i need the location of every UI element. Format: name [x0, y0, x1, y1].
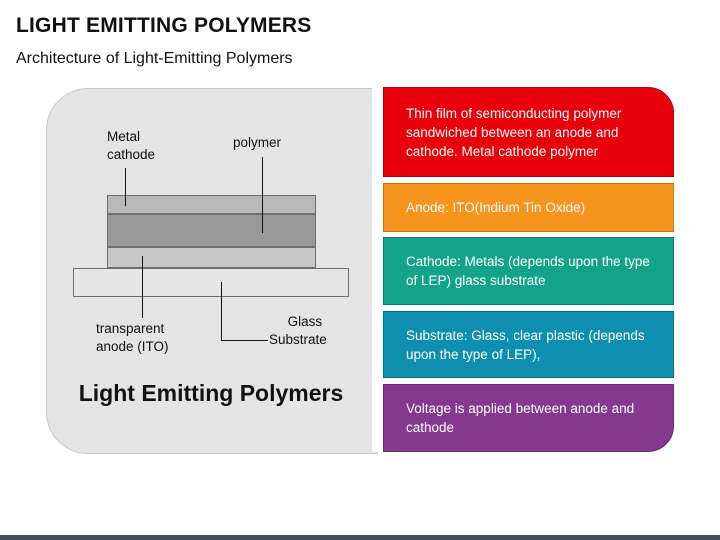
glass-substrate-layer: [73, 268, 349, 297]
substrate-leader-line-vertical: [221, 282, 222, 340]
anode-leader-line: [142, 256, 143, 318]
substrate-leader-line-horizontal: [221, 340, 268, 341]
info-box-semiconducting-polymer: Thin film of semiconducting polymer sand…: [383, 87, 674, 177]
metal-cathode-layer: [107, 195, 316, 214]
metal-cathode-label: Metal cathode: [107, 128, 155, 164]
info-box-text: Thin film of semiconducting polymer sand…: [406, 105, 622, 159]
polymer-layer: [107, 214, 316, 247]
slide-title: LIGHT EMITTING POLYMERS: [16, 14, 312, 37]
metal-cathode-label-line1: Metal: [107, 129, 141, 144]
slide-subtitle: Architecture of Light-Emitting Polymers: [16, 50, 293, 67]
info-box-voltage: Voltage is applied between anode and cat…: [383, 384, 674, 452]
anode-layer: [107, 247, 316, 268]
diagram-caption: Light Emitting Polymers: [78, 380, 344, 406]
glass-substrate-label-line1: Glass: [287, 314, 323, 329]
info-box-substrate: Substrate: Glass, clear plastic (depends…: [383, 311, 674, 378]
glass-substrate-label-line2: Substrate: [269, 332, 327, 347]
info-box-text: Voltage is applied between anode and cat…: [406, 401, 635, 435]
info-box-cathode: Cathode: Metals (depends upon the type o…: [383, 237, 674, 305]
glass-substrate-label: Glass Substrate: [269, 313, 327, 349]
info-box-text: Cathode: Metals (depends upon the type o…: [406, 254, 650, 288]
metal-cathode-label-line2: cathode: [107, 147, 156, 162]
polymer-leader-line: [262, 157, 263, 233]
footer-bar: [0, 535, 720, 540]
info-box-text: Anode: ITO(Indium Tin Oxide): [406, 200, 586, 215]
transparent-anode-label: transparent anode (ITO): [96, 320, 169, 356]
transparent-anode-label-line1: transparent: [96, 321, 165, 336]
transparent-anode-label-line2: anode (ITO): [96, 339, 169, 354]
metal-cathode-leader-line: [125, 168, 126, 206]
info-box-text: Substrate: Glass, clear plastic (depends…: [406, 327, 645, 362]
polymer-label: polymer: [233, 135, 282, 150]
info-box-anode: Anode: ITO(Indium Tin Oxide): [383, 183, 674, 232]
